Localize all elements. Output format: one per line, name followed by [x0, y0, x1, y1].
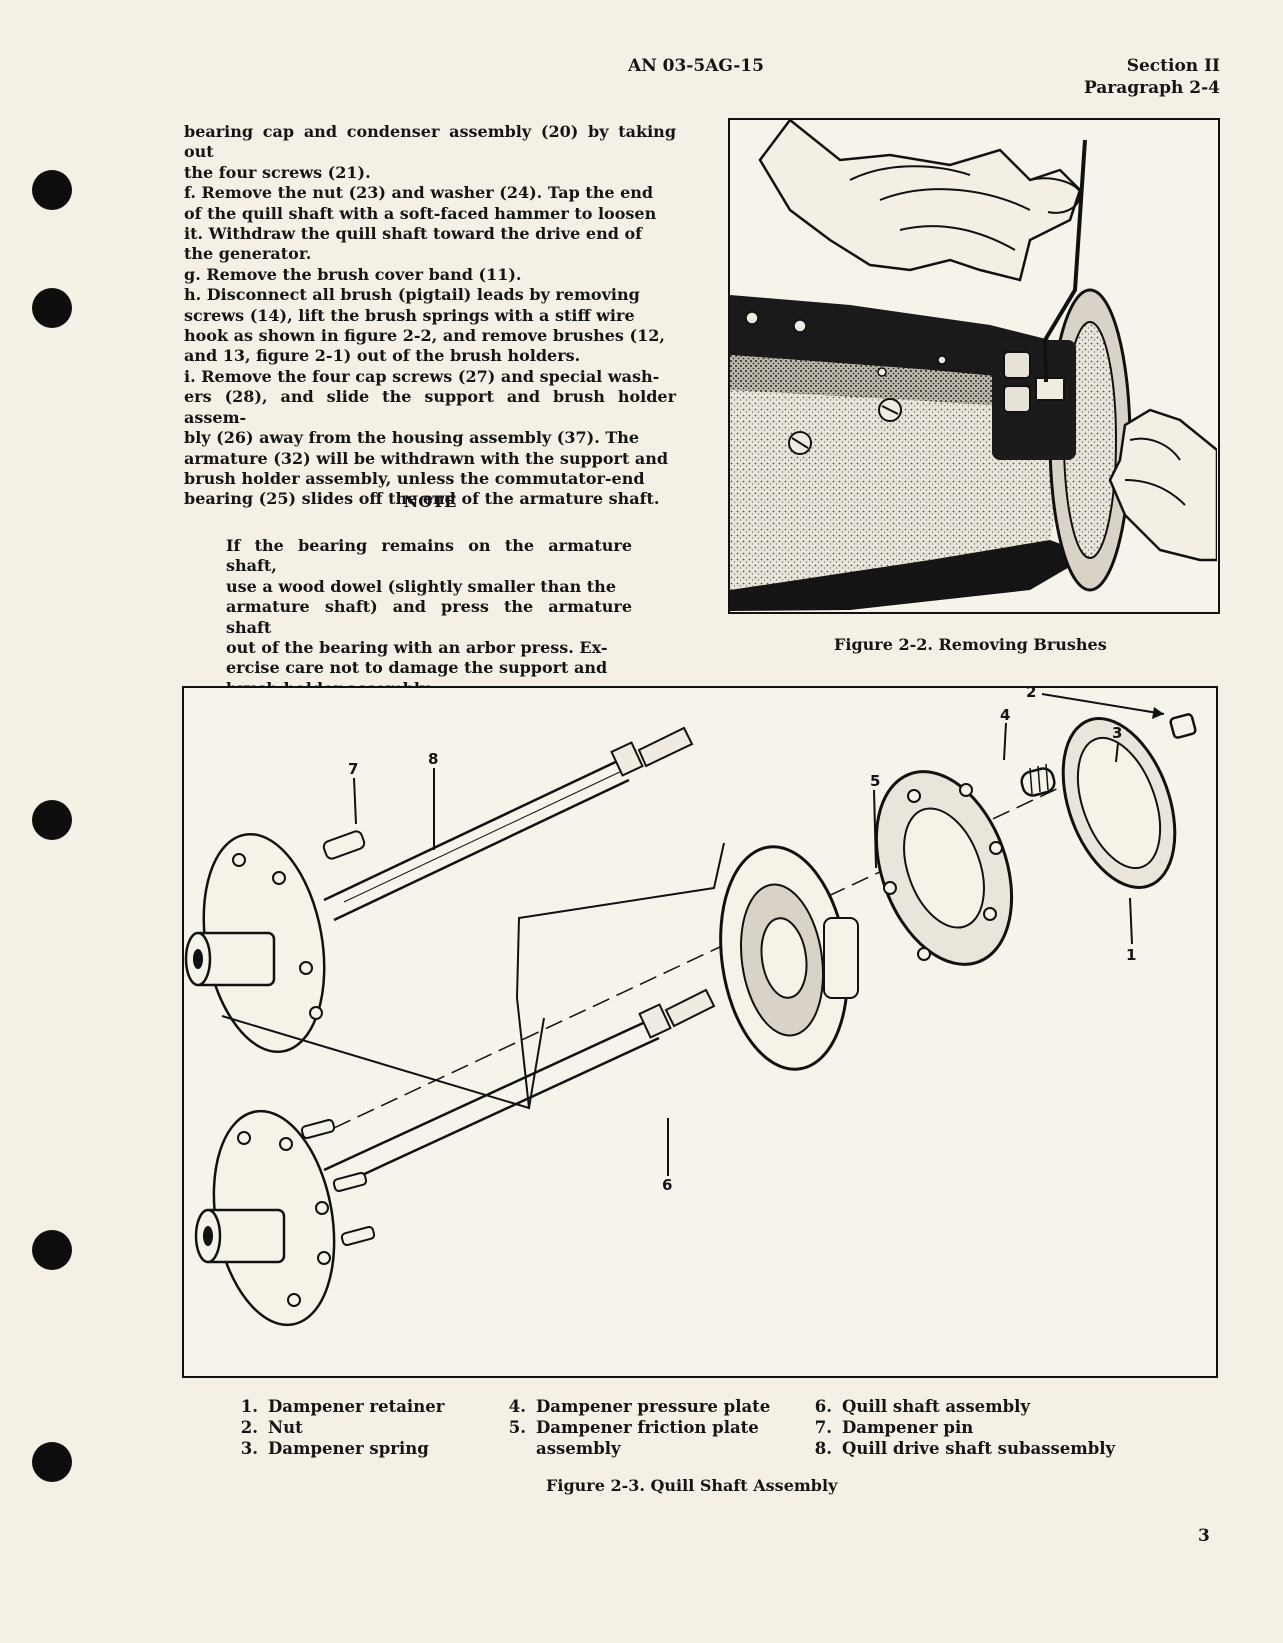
legend-col-1: 1.Dampener retainer 2.Nut 3.Dampener spr… [226, 1396, 445, 1459]
text-line: g. Remove the brush cover band (11). [184, 264, 522, 284]
figure-2-3-drawing: 1 2 3 4 5 6 7 8 [182, 683, 1218, 1378]
legend-item: 7.Dampener pin [814, 1418, 974, 1437]
brush-removal-illustration [730, 118, 1219, 611]
note-line: If the bearing remains on the armature s… [226, 536, 632, 576]
text-line: it. Withdraw the quill shaft toward the … [184, 224, 643, 244]
legend-item: 1.Dampener retainer [240, 1397, 445, 1416]
note-line: ercise care not to damage the support an… [226, 658, 608, 678]
section-label: Section II [1126, 56, 1220, 76]
text-line: brush holder assembly, unless the commut… [184, 468, 645, 488]
text-line: the generator. [184, 244, 312, 264]
text-line: of the quill shaft with a soft-faced ham… [184, 203, 657, 223]
text-line: bearing (25) slides off the end of the a… [184, 489, 660, 509]
note-line: use a wood dowel (slightly smaller than … [226, 576, 616, 596]
text-line: hook as shown in figure 2-2, and remove … [184, 326, 665, 346]
text-line: screws (14), lift the brush springs with… [184, 305, 635, 325]
legend-item: 3.Dampener spring [240, 1439, 429, 1458]
callout-6: 6 [662, 1176, 673, 1194]
instruction-text: bearing cap and condenser assembly (20) … [184, 122, 676, 510]
text-line: ers (28), and slide the support and brus… [184, 387, 676, 427]
binding-hole [32, 170, 72, 210]
figure-2-2-caption: Figure 2-2. Removing Brushes [834, 635, 1107, 654]
legend-item: 6.Quill shaft assembly [814, 1397, 1030, 1416]
binding-hole [32, 288, 72, 328]
legend-item: 8.Quill drive shaft subassembly [814, 1439, 1116, 1458]
document-number: AN 03-5AG-15 [628, 56, 764, 76]
legend-item: 4.Dampener pressure plate [508, 1397, 771, 1416]
legend-item: assembly [536, 1439, 621, 1458]
note-text: If the bearing remains on the armature s… [226, 536, 632, 699]
text-line: f. Remove the nut (23) and washer (24). … [184, 183, 654, 203]
text-line: i. Remove the four cap screws (27) and s… [184, 366, 660, 386]
legend-item: 2.Nut [240, 1418, 303, 1437]
legend-item: 5.Dampener friction plate [508, 1418, 759, 1437]
paragraph-label: Paragraph 2-4 [1083, 78, 1220, 98]
text-line: and 13, figure 2-1) out of the brush hol… [184, 346, 581, 366]
binding-hole [32, 1230, 72, 1270]
callout-8: 8 [428, 750, 439, 768]
callout-2: 2 [1026, 683, 1037, 701]
legend-col-3: 6.Quill shaft assembly 7.Dampener pin 8.… [800, 1396, 1115, 1459]
text-line: bearing cap and condenser assembly (20) … [184, 122, 676, 162]
callout-4: 4 [1000, 706, 1011, 724]
text-line: armature (32) will be withdrawn with the… [184, 448, 669, 468]
note-line: armature shaft) and press the armature s… [226, 597, 632, 637]
callout-3: 3 [1112, 724, 1123, 742]
binding-hole [32, 800, 72, 840]
callout-1: 1 [1126, 946, 1137, 964]
callout-5: 5 [870, 772, 881, 790]
legend-col-2: 4.Dampener pressure plate 5.Dampener fri… [494, 1396, 771, 1459]
note-title: NOTE [403, 492, 457, 511]
figure-2-3-caption: Figure 2-3. Quill Shaft Assembly [546, 1476, 838, 1495]
text-line: h. Disconnect all brush (pigtail) leads … [184, 285, 640, 305]
binding-hole [32, 1442, 72, 1482]
figure-2-2-photo [728, 118, 1220, 614]
page-number: 3 [1198, 1526, 1210, 1546]
note-line: out of the bearing with an arbor press. … [226, 638, 608, 658]
text-line: bly (26) away from the housing assembly … [184, 428, 640, 448]
callout-7: 7 [348, 760, 359, 778]
text-line: the four screws (21). [184, 162, 371, 182]
quill-shaft-exploded-view [184, 693, 1197, 1327]
